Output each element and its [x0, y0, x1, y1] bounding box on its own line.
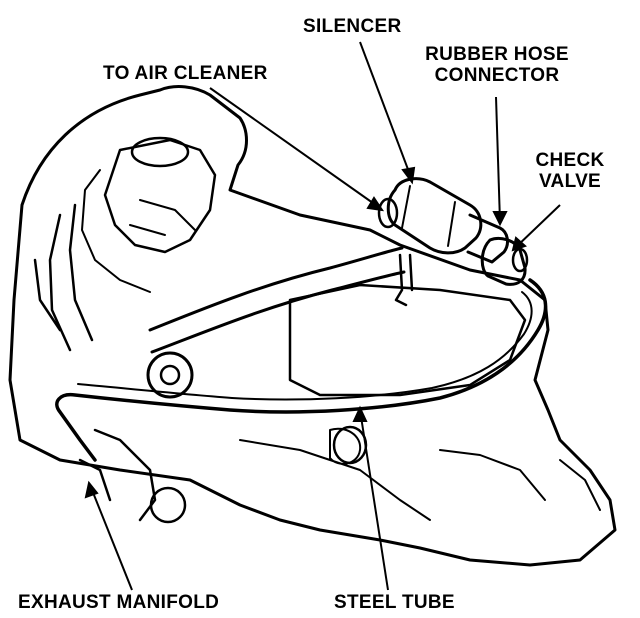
- label-to-air-cleaner: TO AIR CLEANER: [103, 63, 268, 84]
- pcv-pipe: [394, 253, 414, 307]
- leader-air-cleaner-arrow: [366, 196, 385, 212]
- manifold-fitting-bolt: [159, 364, 181, 386]
- leader-check-valve-arrow: [511, 236, 527, 252]
- leader-steel-tube-arrow: [352, 405, 368, 422]
- steel-tube: [55, 278, 548, 462]
- label-rubber-hose-line2: CONNECTOR: [434, 65, 560, 86]
- leader-silencer-arrow: [401, 166, 416, 185]
- leader-exhaust-manifold-arrow: [84, 480, 99, 499]
- manifold-flange: [78, 428, 157, 522]
- valve-cover: [288, 283, 527, 397]
- label-check-valve: CHECK VALVE: [530, 150, 610, 192]
- label-exhaust-manifold: EXHAUST MANIFOLD: [18, 592, 220, 613]
- silencer-body: [386, 177, 483, 255]
- leader-steel-tube: [359, 409, 389, 591]
- carburetor-body: [103, 138, 217, 254]
- air-cleaner-hose: [148, 246, 404, 332]
- silencer-end: [377, 197, 399, 229]
- steel-tube-inner: [77, 291, 533, 401]
- label-silencer: SILENCER: [303, 16, 402, 37]
- label-rubber-hose-line1: RUBBER HOSE: [425, 44, 569, 65]
- carburetor-linkage: [81, 169, 196, 293]
- label-rubber-hose-connector: RUBBER HOSE CONNECTOR: [414, 44, 580, 86]
- silencer-rib: [401, 185, 456, 247]
- leader-rubber-hose-arrow: [492, 211, 508, 227]
- leader-air-cleaner: [209, 87, 381, 209]
- engine-lower-detail: [239, 427, 601, 521]
- label-check-valve-line1: CHECK: [535, 150, 605, 171]
- engine-block-outline: [8, 85, 617, 567]
- leader-rubber-hose: [495, 96, 501, 223]
- carburetor-top: [130, 136, 190, 168]
- manifold-fitting: [146, 351, 194, 399]
- manifold-port: [149, 486, 187, 524]
- label-check-valve-line2: VALVE: [538, 171, 602, 192]
- label-steel-tube: STEEL TUBE: [334, 592, 455, 613]
- leader-check-valve: [514, 204, 561, 249]
- intake-runners: [33, 203, 94, 352]
- leader-silencer: [359, 41, 413, 181]
- check-valve-body: [480, 236, 527, 286]
- check-valve-port: [511, 247, 529, 273]
- leader-exhaust-manifold: [89, 484, 133, 591]
